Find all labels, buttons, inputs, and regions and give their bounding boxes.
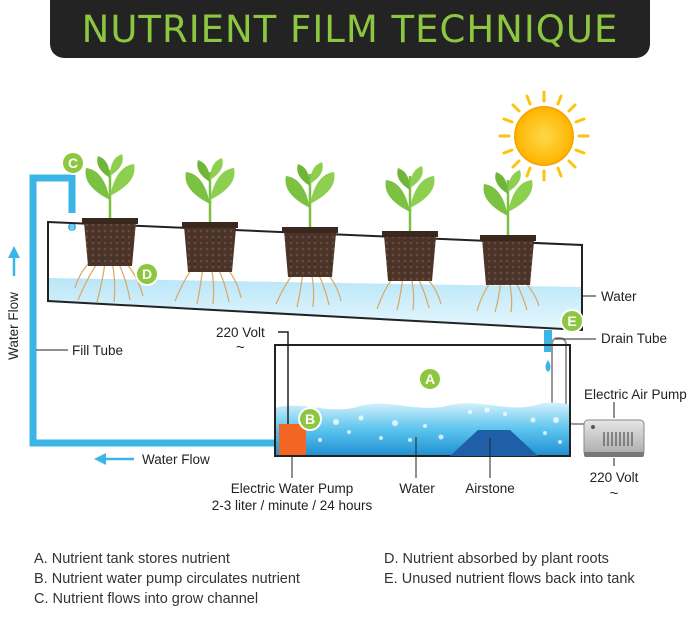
volt-left-approx: ~: [236, 339, 245, 356]
water-flow-arrow-left: [94, 453, 134, 465]
legend-right: D. Nutrient absorbed by plant roots E. U…: [384, 549, 635, 589]
marker-a: A: [418, 367, 442, 391]
page-title: NUTRIENT FILM TECHNIQUE: [81, 8, 619, 51]
plant-4: [376, 166, 442, 311]
marker-d: D: [135, 262, 159, 286]
plant-1: [74, 154, 144, 303]
legend-item-e: E. Unused nutrient flows back into tank: [384, 571, 635, 587]
tank-water-label: Water: [399, 481, 435, 496]
marker-e-label: E: [567, 313, 576, 329]
fill-tube-label: Fill Tube: [72, 343, 123, 358]
tank-bubbles: [318, 407, 562, 444]
legend-left: A. Nutrient tank stores nutrient B. Nutr…: [34, 549, 300, 609]
water-flow-arrow-up: [8, 246, 20, 276]
fill-tube: [29, 174, 283, 447]
marker-c: C: [61, 151, 85, 175]
leader-lines: [36, 295, 615, 478]
legend-item-c: C. Nutrient flows into grow channel: [34, 591, 259, 607]
fill-tube-drop: [70, 222, 74, 231]
volt-left-label: 220 Volt: [216, 325, 265, 340]
legend-item-d: D. Nutrient absorbed by plant roots: [384, 551, 609, 567]
air-pump-label: Electric Air Pump: [584, 387, 687, 402]
power-cord: [278, 331, 289, 424]
water-pump: [279, 424, 306, 455]
marker-a-label: A: [425, 371, 435, 387]
water-flow-horizontal-label: Water Flow: [142, 452, 210, 467]
marker-b-label: B: [305, 411, 315, 427]
water-flow-vertical-label: Water Flow: [6, 292, 21, 360]
sun-icon: [498, 90, 590, 182]
plant-2: [174, 158, 242, 305]
airstone: [450, 430, 538, 456]
volt-right-approx: ~: [610, 485, 619, 502]
drain-tube-label: Drain Tube: [601, 331, 667, 346]
marker-c-label: C: [68, 155, 78, 171]
tank: [274, 344, 571, 457]
water-pump-label-line1: Electric Water Pump: [231, 481, 354, 496]
plant-3: [275, 162, 342, 308]
volt-right-label: 220 Volt: [590, 470, 639, 485]
water-pump-label-line2: 2-3 liter / minute / 24 hours: [212, 498, 373, 513]
plants: [74, 154, 540, 313]
channel-water-label: Water: [601, 289, 637, 304]
drain-tube: [544, 330, 552, 372]
marker-e: E: [560, 309, 584, 333]
marker-b: B: [298, 407, 322, 431]
air-pump: [583, 419, 645, 457]
channel-water: [48, 278, 582, 330]
airstone-label: Airstone: [465, 481, 515, 496]
title-banner: [50, 0, 650, 58]
legend-item-b: B. Nutrient water pump circulates nutrie…: [34, 571, 300, 587]
legend-item-a: A. Nutrient tank stores nutrient: [34, 551, 230, 567]
marker-d-label: D: [142, 266, 152, 282]
plant-5: [476, 170, 540, 313]
